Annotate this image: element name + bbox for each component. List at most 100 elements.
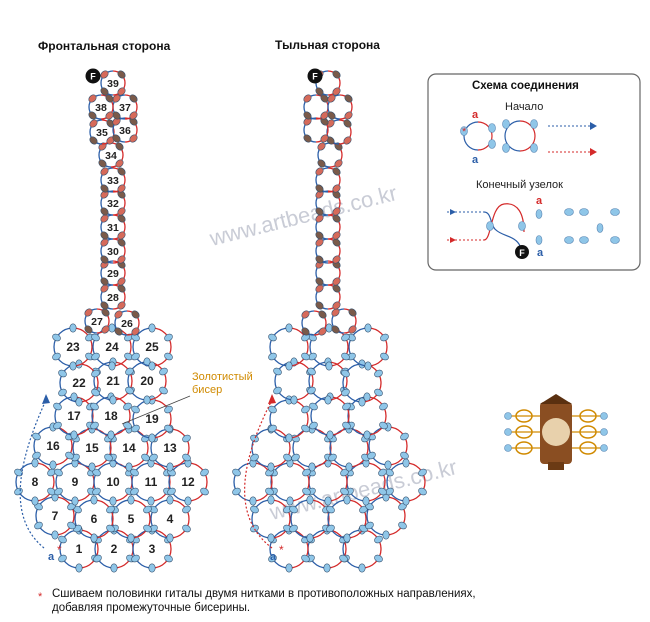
bead xyxy=(374,554,383,563)
red-thread-arc xyxy=(110,142,124,168)
ring-number: 35 xyxy=(96,127,108,139)
front-ring-38: 38 xyxy=(88,94,114,120)
red-thread-arc xyxy=(365,462,386,502)
bead xyxy=(345,462,353,472)
bead xyxy=(91,352,100,361)
bead xyxy=(182,434,191,443)
bead xyxy=(268,424,277,433)
bead xyxy=(115,159,124,168)
bead xyxy=(143,524,152,533)
panel-letter-a-blue-end: a xyxy=(537,247,544,259)
bead xyxy=(14,487,23,496)
bead xyxy=(100,255,109,264)
bead xyxy=(306,495,314,505)
blue-thread-arc xyxy=(111,499,132,539)
blue-thread-arc xyxy=(35,496,56,536)
bead xyxy=(326,505,335,514)
ring-number: 19 xyxy=(145,412,159,426)
panel-bead xyxy=(502,143,510,153)
bead xyxy=(88,94,97,103)
back-ring-23 xyxy=(347,323,389,371)
back-finish-marker: F xyxy=(307,68,323,84)
ring-number: 8 xyxy=(32,475,39,489)
bead xyxy=(332,184,341,193)
panel-end-blue-loop xyxy=(483,211,521,247)
bead xyxy=(100,214,109,223)
red-thread-arc xyxy=(327,70,341,96)
start-star-icon: * xyxy=(57,543,62,557)
bead xyxy=(112,134,121,143)
bead xyxy=(327,111,336,120)
red-thread-arc xyxy=(293,361,314,401)
red-thread-arc xyxy=(327,214,341,240)
bead xyxy=(402,496,410,506)
blue-thread-arc xyxy=(292,428,313,468)
tuning-peg-icon xyxy=(515,425,533,439)
red-thread-arc xyxy=(328,327,349,367)
bead xyxy=(332,231,341,240)
red-thread-arc xyxy=(327,238,341,264)
bead xyxy=(84,325,93,334)
bead xyxy=(89,119,98,128)
bead xyxy=(32,432,41,441)
panel-title: Схема соединения xyxy=(472,80,579,92)
bead xyxy=(182,524,191,533)
back-ring-8 xyxy=(385,458,427,506)
panel-end-bead xyxy=(579,208,589,216)
red-thread-arc xyxy=(96,308,110,334)
red-thread-arc xyxy=(169,499,190,539)
bead xyxy=(315,207,324,216)
red-thread-arc xyxy=(151,529,172,569)
panel-letter-a-blue: a xyxy=(472,154,479,166)
bead xyxy=(117,238,126,247)
front-ring-25: 25 xyxy=(131,323,173,371)
start-star-icon: * xyxy=(279,543,284,557)
bead xyxy=(315,277,324,286)
ring-number: 28 xyxy=(107,292,119,304)
guitar-head-top xyxy=(540,394,572,404)
blue-thread-arc xyxy=(93,462,114,502)
front-ring-26: 26 xyxy=(114,310,140,336)
red-thread-arc xyxy=(385,496,406,536)
blue-thread-arc xyxy=(342,529,363,569)
back-ring-25 xyxy=(268,323,310,371)
bead xyxy=(331,325,340,334)
bead xyxy=(378,487,387,496)
front-ring-4: 4 xyxy=(149,495,191,543)
bead xyxy=(182,505,191,514)
tuning-peg-icon xyxy=(515,441,533,455)
bead xyxy=(301,352,310,361)
ring-number: 23 xyxy=(66,340,80,354)
blue-thread-arc xyxy=(54,396,75,436)
bead xyxy=(250,524,259,533)
red-thread-arc xyxy=(270,428,291,468)
ring-number: 21 xyxy=(106,374,120,388)
blue-thread-arc xyxy=(315,284,329,310)
bead xyxy=(374,369,383,378)
ring-number: 13 xyxy=(163,441,177,455)
blue-thread-arc xyxy=(55,462,76,502)
bead xyxy=(317,142,326,151)
bead xyxy=(332,284,341,293)
bead xyxy=(148,563,156,573)
bead xyxy=(100,184,109,193)
bead xyxy=(315,184,324,193)
bead xyxy=(332,207,341,216)
bead xyxy=(344,94,353,103)
red-thread-arc xyxy=(101,119,115,145)
ring-number: 32 xyxy=(107,198,119,210)
gold-bead-pointer xyxy=(121,395,191,425)
bead xyxy=(332,277,341,286)
bead xyxy=(265,487,274,496)
ring-number: 38 xyxy=(95,102,107,114)
red-thread-arc xyxy=(311,428,332,468)
bead xyxy=(315,231,324,240)
panel-blue-arrowhead xyxy=(590,122,597,130)
blue-thread-arc xyxy=(53,327,74,367)
bead xyxy=(69,323,77,333)
panel-end-bead-vertical xyxy=(535,209,543,219)
bead xyxy=(324,395,332,405)
bead xyxy=(344,111,353,120)
bead xyxy=(84,308,93,317)
bead xyxy=(105,94,114,103)
